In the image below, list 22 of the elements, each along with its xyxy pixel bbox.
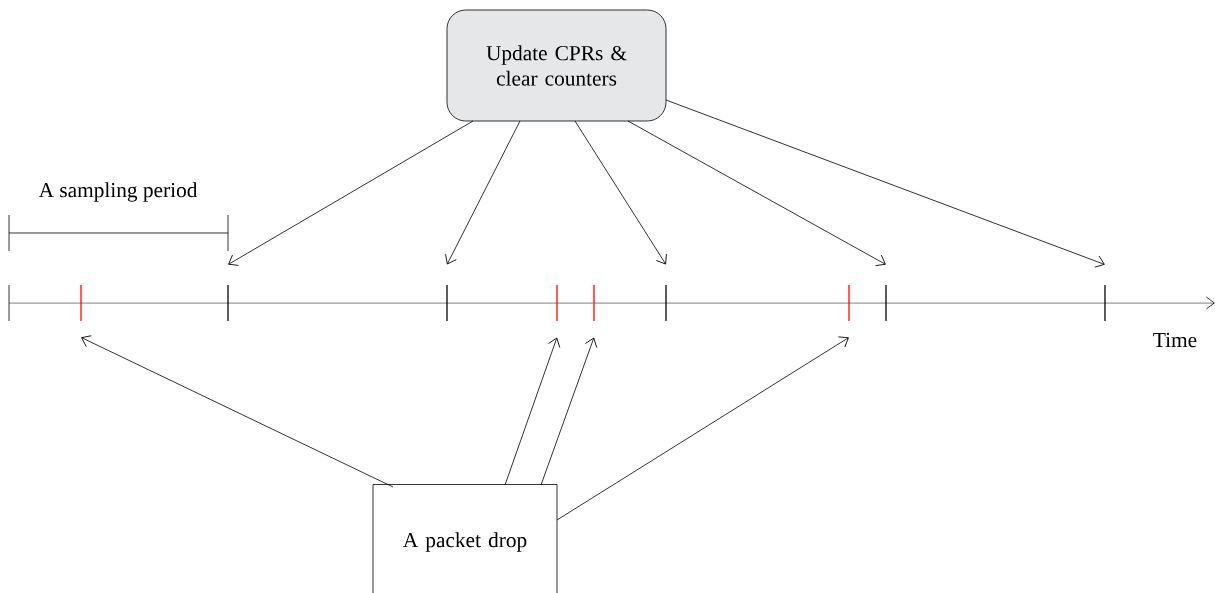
tick-mark	[80, 284, 82, 322]
arrow	[665, 99, 1105, 268]
dimension-label: A sampling period	[38, 182, 198, 202]
process-box: Update CPRs & clear counters	[446, 9, 667, 122]
arrow	[540, 337, 598, 486]
axis-label: Time	[1153, 332, 1197, 348]
arrow	[574, 120, 667, 265]
tick-mark	[446, 284, 448, 322]
tick-mark	[885, 284, 887, 322]
tick-mark	[848, 284, 850, 322]
event-box: A packet drop	[372, 484, 558, 593]
arrow	[504, 337, 561, 486]
tick-mark	[665, 284, 667, 322]
tick-mark	[1104, 284, 1106, 322]
arrow	[627, 120, 886, 267]
tick-mark	[556, 284, 558, 322]
tick-mark	[593, 284, 595, 322]
arrow	[228, 120, 474, 266]
arrow	[556, 336, 849, 521]
arrow	[445, 120, 521, 265]
arrow	[81, 335, 394, 488]
tick-mark	[227, 284, 229, 322]
